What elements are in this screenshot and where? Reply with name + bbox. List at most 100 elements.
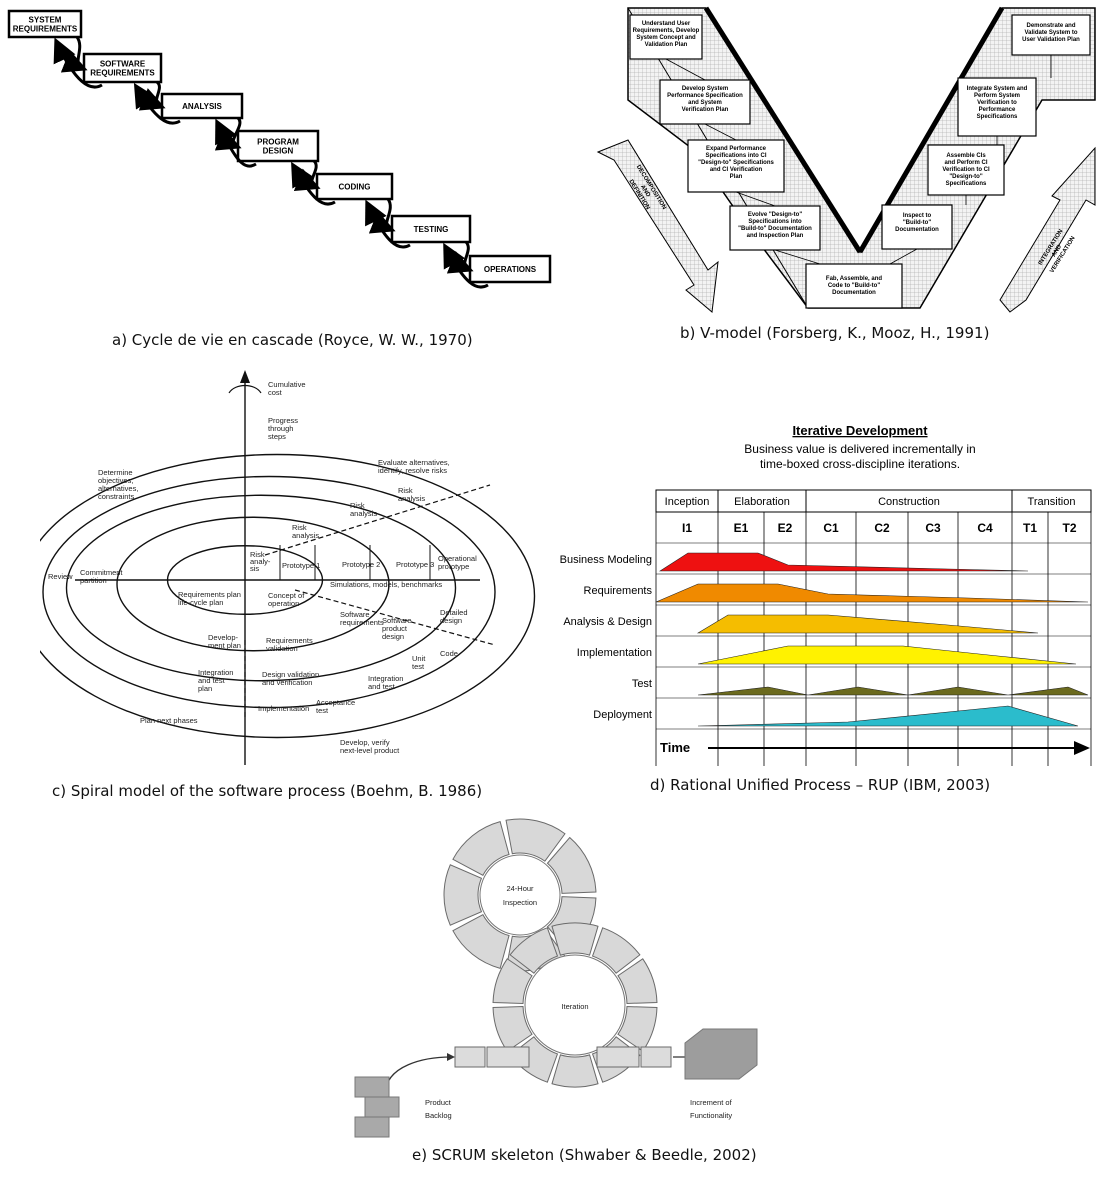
iteration-ring-segment [492,1006,533,1052]
waterfall-step-box [82,52,163,84]
iteration-ring-segment [509,927,559,974]
implementation-label: Implementation [258,704,309,713]
iteration-ring-segment [617,958,658,1004]
integration-arrow [999,146,1096,313]
waterfall-return-arrow [443,242,489,289]
decomposition-arrow [596,139,719,313]
spiral-loop [116,516,390,652]
waterfall-forward-arrow [368,198,396,234]
inspection-ring-segment [505,818,566,862]
quadrant-plan-label: Plan next phases [140,716,198,725]
rup-discipline-label: Deployment [593,709,652,721]
code-label: Code [440,649,458,658]
rup-time-arrowhead [1074,741,1090,755]
iteration-ring-segment [551,1054,599,1088]
rup-discipline-label: Requirements [584,585,653,597]
rup-phase-label: Elaboration [734,496,790,508]
caption-e: e) SCRUM skeleton (Shwaber & Beedle, 200… [412,1146,757,1164]
backlog-arrowhead [447,1053,455,1061]
v-bottom-box [805,263,903,309]
backlog-block [364,1096,400,1118]
review-label: Review [48,572,73,581]
iteration-base-block [596,1046,640,1068]
rup-discipline-shape [697,705,1079,727]
inspection-ring-segment [443,864,483,926]
increment-block [684,1028,758,1080]
rup-discipline-label: Implementation [577,647,652,659]
waterfall-forward-arrow [446,240,474,274]
v-connector [704,123,737,141]
development-plan-label: Develop-ment plan [208,633,241,650]
v-right-box [1011,14,1091,56]
waterfall-return-arrow [53,37,103,89]
rup-phase-label: Transition [1028,496,1076,508]
v-connector [665,58,706,81]
iteration-base-block [486,1046,530,1068]
rup-discipline-shape [655,583,1089,603]
iteration-ring-segment [492,958,533,1004]
rup-iteration-label: C4 [977,521,993,535]
waterfall-return-arrow [291,161,336,206]
spiral-axis-arrowhead [240,370,250,383]
v-model-svg: DECOMPOSITIONANDDEFINITIONINTEGRATIONAND… [596,6,1096,313]
waterfall-return-arrow [215,118,257,168]
rup-iteration-label: C1 [823,521,839,535]
rup-discipline-shape [697,645,1077,665]
waterfall-return-arrow [133,82,181,125]
v-left-box-label: Evolve "Design-to"Specifications into"Bu… [738,212,812,239]
v-connector [889,248,918,265]
waterfall-step-box [160,92,244,120]
inspection-ring-segment [546,836,597,894]
simulations-label: Simulations, models, benchmarks [330,580,442,589]
v-connector [774,249,821,265]
v-inner-edge-left [703,6,863,254]
rup-iteration-label: C2 [874,521,890,535]
rup-phase-label: Construction [878,496,940,508]
rup-iteration-label: T2 [1062,521,1076,535]
v-right-box [881,204,953,250]
rup-discipline-label: Analysis & Design [563,616,652,628]
caption-b: b) V-model (Forsberg, K., Mooz, H., 1991… [680,324,990,342]
spiral-loop [42,475,496,709]
rup-iteration-label: E2 [778,521,793,535]
v-left-box [659,79,751,125]
prototype-3-label: Prototype 3 [396,560,434,569]
rup-phase-label: Inception [665,496,710,508]
prototype-1-label: Prototype 1 [282,561,320,570]
iteration-base-block [454,1046,486,1068]
waterfall-step-label: ANALYSIS [182,102,222,111]
waterfall-return-arrow [365,199,411,249]
iteration-base-block [640,1046,672,1068]
rup-subtitle: Business value is delivered incrementall… [744,442,975,456]
